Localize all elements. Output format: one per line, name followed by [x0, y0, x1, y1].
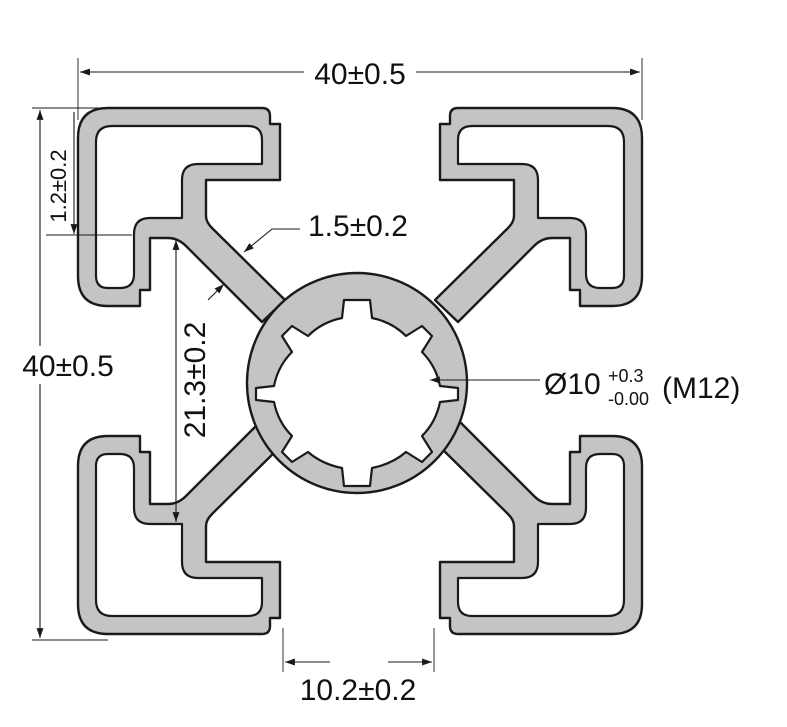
splined-bore	[254, 298, 460, 488]
label-bore-diameter: Ø10	[544, 368, 601, 401]
label-wall-thickness: 1.2±0.2	[46, 149, 71, 222]
dimension-slot-width: 10.2±0.2	[282, 628, 435, 707]
label-slot-width: 10.2±0.2	[300, 674, 417, 707]
central-core	[245, 271, 469, 495]
dimension-web-thickness: 1.5±0.2	[207, 210, 408, 301]
label-bore-tol-lower: -0.00	[608, 389, 649, 409]
label-bore-thread: (M12)	[662, 372, 740, 405]
label-web-thickness: 1.5±0.2	[308, 210, 408, 243]
label-overall-height: 40±0.5	[22, 350, 114, 383]
label-inner-distance: 21.3±0.2	[179, 322, 212, 439]
dimension-overall-width: 40±0.5	[77, 52, 643, 120]
profile-cross-section	[76, 106, 644, 636]
corner-piece	[76, 106, 287, 324]
label-overall-width: 40±0.5	[314, 58, 406, 91]
label-bore-tol-upper: +0.3	[608, 366, 644, 386]
dimension-wall-thickness: 1.2±0.2	[46, 112, 132, 236]
dimension-overall-height: 40±0.5	[12, 107, 126, 641]
dimension-inner-distance: 21.3±0.2	[172, 240, 212, 522]
dimension-bore-diameter: Ø10 +0.3 -0.00 (M12)	[430, 366, 740, 409]
